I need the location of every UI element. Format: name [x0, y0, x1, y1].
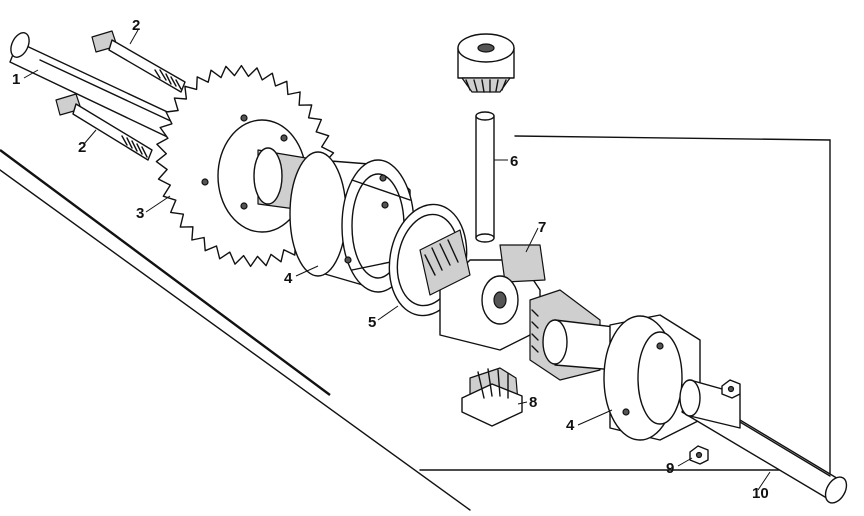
hex-nut-icon — [721, 379, 741, 399]
differential-housing-icon — [603, 314, 701, 441]
bolt-icon — [91, 30, 186, 93]
top-gear-cap — [457, 33, 515, 93]
callout-9: 9 — [666, 460, 674, 477]
callout-8: 8 — [529, 394, 537, 411]
right-gear-train — [529, 289, 641, 381]
callout-6: 6 — [510, 153, 518, 170]
callout-3: 3 — [136, 205, 144, 222]
callout-4b: 4 — [566, 417, 575, 434]
callout-5: 5 — [368, 314, 376, 331]
bolt-icon — [55, 93, 153, 161]
leader-lines — [23, 29, 771, 491]
bevel-pinion-gear-icon — [461, 367, 523, 427]
callout-2a: 2 — [132, 17, 140, 34]
floor-lines — [0, 135, 831, 511]
callout-4a: 4 — [284, 270, 293, 287]
hex-nut-icon — [689, 445, 709, 465]
callout-2b: 2 — [78, 139, 86, 156]
callout-10: 10 — [752, 485, 769, 502]
spider-block-icon — [419, 229, 546, 351]
cross-pin-icon — [475, 111, 495, 243]
callout-1: 1 — [12, 71, 20, 88]
callouts: 1 2 2 3 4 5 6 7 8 4 9 10 — [12, 17, 769, 502]
callout-7: 7 — [538, 219, 546, 236]
